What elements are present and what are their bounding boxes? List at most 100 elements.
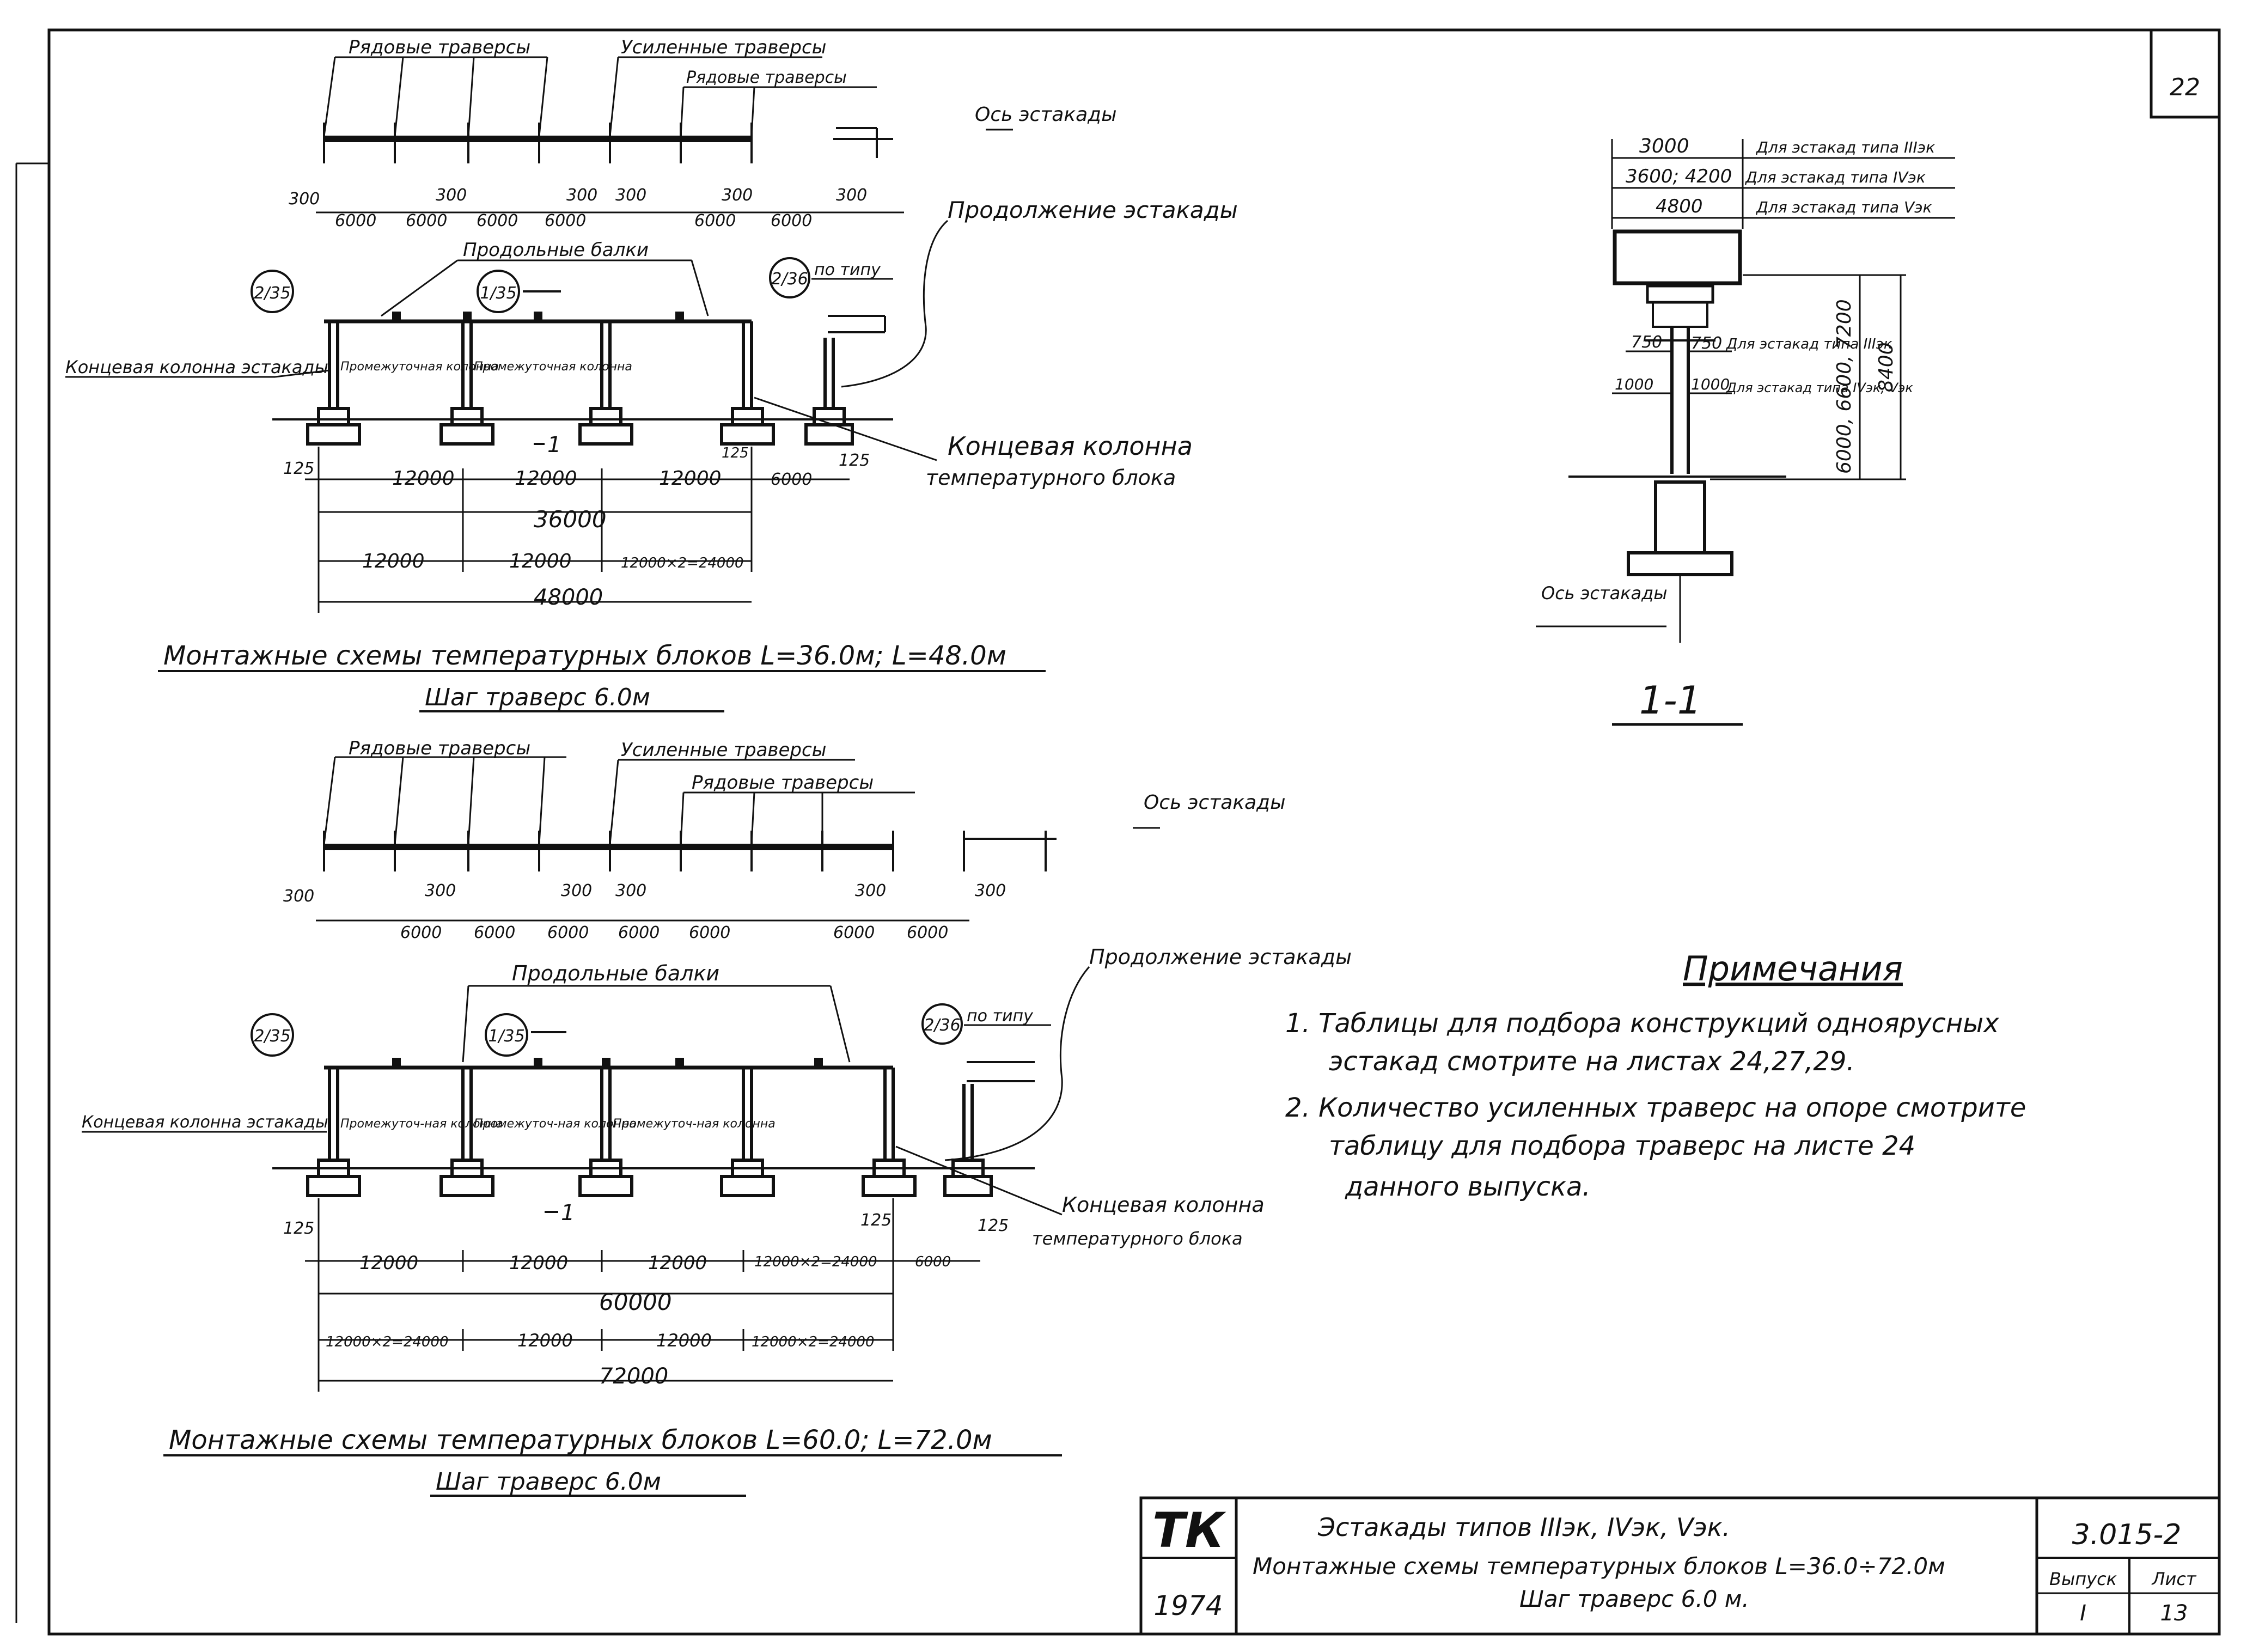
top-caption: Монтажные схемы температурных блоков L=3…: [163, 641, 1006, 671]
section-row-dim: 3000: [1639, 135, 1689, 157]
bottom-dim-second: 12000: [517, 1330, 573, 1351]
section-row-dim: 3600; 4200: [1626, 166, 1732, 187]
bottom-intermediate-column: Промежуточ-ная колонна: [340, 1117, 503, 1131]
bottom-end-column-label: Концевая колонна эстакады: [82, 1113, 328, 1132]
bottom-dim-span: 12000×2=24000: [754, 1254, 877, 1270]
section-row-text: Для эстакад типа IIIэк: [1755, 138, 1935, 156]
section-height-8400: 8400: [1875, 342, 1897, 392]
section-right-750: 750: [1691, 334, 1722, 353]
section-row-text: Для эстакад типа IVэк: [1744, 168, 1926, 186]
top-callout-2-35: 2/35: [254, 284, 290, 303]
top-dim-300: 300: [836, 186, 867, 205]
bottom-dim-span: 6000: [915, 1254, 951, 1270]
sheet-border: [47, 28, 2221, 1636]
top-axis-label: Ось эстакады: [975, 103, 1117, 126]
title-line-1: Эстакады типов IIIэк, IVэк, Vэк.: [1317, 1513, 1730, 1542]
top-dim-125: 125: [283, 459, 314, 478]
top-dim-300: 300: [615, 186, 646, 205]
top-ordinary-traverses-label-2: Рядовые траверсы: [686, 68, 847, 87]
bottom-dim-span: 12000: [509, 1252, 568, 1274]
issue-label: Выпуск: [2049, 1569, 2117, 1589]
top-intermediate-column-2: Промежуточная колонна: [474, 360, 632, 374]
section-left-750: 750: [1631, 333, 1662, 352]
notes-item: 2. Количество усиленных траверс на опоре…: [1285, 1093, 2026, 1123]
top-dim-6000: 6000: [335, 211, 376, 230]
bottom-dim-second: 12000×2=24000: [752, 1334, 875, 1350]
top-dim-second: 12000: [509, 550, 572, 572]
bottom-caption-step: Шаг траверс 6.0м: [436, 1468, 661, 1496]
top-dim-span: 6000: [771, 470, 812, 489]
bottom-ordinary-traverses-label-2: Рядовые траверсы: [692, 772, 874, 794]
bottom-dim-total-72000: 72000: [599, 1364, 668, 1389]
bottom-dim-total-60000: 60000: [599, 1289, 672, 1315]
bottom-dim-6000: 6000: [547, 923, 589, 942]
top-caption-step: Шаг траверс 6.0м: [425, 684, 650, 711]
bottom-callout-1-35: 1/35: [488, 1027, 524, 1046]
bottom-by-type-label: по типу: [967, 1007, 1034, 1026]
top-by-type-label: по типу: [814, 260, 881, 279]
top-dim-125: 125: [722, 445, 749, 461]
sheet-label: Лист: [2151, 1569, 2196, 1589]
notes-item: данного выпуска.: [1345, 1172, 1591, 1202]
bottom-dim-6000: 6000: [907, 923, 948, 942]
section-row-dim: 4800: [1656, 196, 1703, 217]
top-dim-span: 12000: [659, 467, 722, 490]
bottom-dim-6000: 6000: [618, 923, 660, 942]
bottom-diagram: Рядовые траверсы Усиленные траверсы Рядо…: [82, 737, 1352, 1497]
bottom-dim-300: 300: [855, 881, 886, 900]
title-block: ТК 1974 Эстакады типов IIIэк, IVэк, Vэк.…: [1139, 1496, 2221, 1636]
bottom-long-beams-label: Продольные балки: [512, 961, 719, 985]
bottom-dim-125: 125: [283, 1219, 314, 1238]
bottom-axis-label: Ось эстакады: [1144, 791, 1286, 814]
top-end-column-temp-label: Концевая колонна: [948, 431, 1193, 461]
issue-value: I: [2080, 1601, 2086, 1626]
top-dim-6000: 6000: [545, 211, 586, 230]
top-ordinary-traverses-label: Рядовые траверсы: [349, 36, 530, 58]
top-intermediate-column-1: Промежуточная колонна: [340, 360, 499, 374]
section-note-750: Для эстакад типа IIIэк: [1726, 336, 1892, 352]
top-callout-2-36: 2/36: [771, 270, 808, 289]
section-caption: 1-1: [1639, 678, 1701, 723]
section-axis-label: Ось эстакады: [1541, 583, 1668, 604]
bottom-dim-span: 12000: [359, 1252, 418, 1274]
top-dim-125: 125: [839, 451, 870, 470]
top-dim-span: 12000: [515, 467, 577, 490]
top-dim-300: 300: [566, 186, 597, 205]
notes-title: Примечания: [1683, 949, 1903, 989]
bottom-continuation-label: Продолжение эстакады: [1089, 945, 1352, 969]
bottom-callout-2-36: 2/36: [924, 1016, 960, 1035]
bottom-end-column-temp-label-2: температурного блока: [1032, 1228, 1243, 1249]
bottom-dim-125: 125: [860, 1211, 892, 1230]
bottom-section-mark: 1: [561, 1200, 575, 1226]
bottom-dim-300: 300: [561, 881, 592, 900]
section-right-1000: 1000: [1691, 375, 1730, 393]
top-reinforced-traverses-label: Усиленные траверсы: [621, 36, 827, 58]
top-dim-6000: 6000: [477, 211, 518, 230]
top-dim-6000: 6000: [406, 211, 447, 230]
bottom-dim-300: 300: [425, 881, 456, 900]
top-dim-300: 300: [722, 186, 753, 205]
bottom-dim-second: 12000×2=24000: [326, 1334, 449, 1350]
bottom-intermediate-column: Промежуточ-ная колонна: [474, 1117, 637, 1131]
bottom-dim-300: 300: [615, 881, 646, 900]
bottom-ordinary-traverses-label: Рядовые траверсы: [349, 737, 530, 759]
top-dim-second: 12000×2=24000: [621, 555, 744, 571]
bottom-dim-6000: 6000: [689, 923, 730, 942]
bottom-dim-6000: 6000: [833, 923, 875, 942]
top-dim-6000: 6000: [771, 211, 812, 230]
top-dim-300: 300: [436, 186, 467, 205]
bottom-dim-6000: 6000: [474, 923, 515, 942]
bottom-caption: Монтажные схемы температурных блоков L=6…: [169, 1425, 992, 1455]
top-end-column-label: Концевая колонна эстакады: [65, 357, 328, 377]
top-section-mark: 1: [547, 432, 561, 458]
section-note-1000: Для эстакад типа IVэк, Vэк: [1726, 380, 1913, 395]
bottom-end-column-temp-label: Концевая колонна: [1062, 1193, 1265, 1217]
top-dim-second: 12000: [362, 550, 425, 572]
stamp-text: ТК: [1152, 1502, 1226, 1558]
top-dim-6000: 6000: [694, 211, 736, 230]
section-left-1000: 1000: [1615, 375, 1653, 393]
bottom-dim-300: 300: [283, 887, 314, 906]
notes-block: Примечания 1. Таблицы для подбора констр…: [1285, 949, 2026, 1202]
top-dim-total-36000: 36000: [534, 506, 607, 533]
